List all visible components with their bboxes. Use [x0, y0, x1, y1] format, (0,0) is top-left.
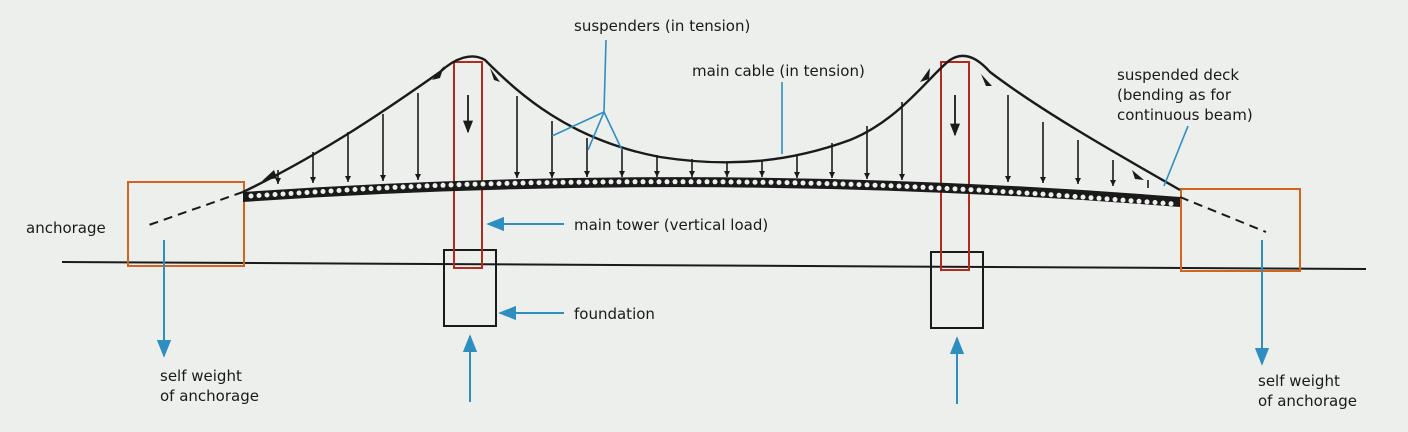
- self-weight-right-label-line1: self weight: [1258, 372, 1340, 390]
- right-foundation-block: [930, 251, 984, 329]
- self-weight-left-label-line2: of anchorage: [160, 387, 259, 405]
- cable-arrowheads: [262, 66, 1144, 181]
- left-main-tower: [453, 61, 483, 269]
- suspended-deck-label-line2: (bending as for: [1117, 86, 1232, 104]
- leader-lines: [551, 39, 1189, 187]
- suspenders-leader-2: [551, 111, 605, 137]
- right-backstay-dashed: [1179, 196, 1267, 233]
- right-main-tower: [940, 61, 970, 271]
- ground-line: [61, 261, 1367, 270]
- suspenders-label: suspenders (in tension): [574, 17, 750, 35]
- anchorage-label: anchorage: [26, 219, 106, 237]
- main-cable-label: main cable (in tension): [692, 62, 865, 80]
- suspender-arrowheads: [275, 171, 1116, 186]
- suspended-deck-label-line1: suspended deck: [1117, 66, 1239, 84]
- main-tower-label: main tower (vertical load): [574, 216, 768, 234]
- deck-holes: [248, 179, 1174, 207]
- left-anchorage-block: [127, 181, 245, 267]
- suspended-deck-label-line3: continuous beam): [1117, 106, 1253, 124]
- left-foundation-block: [443, 249, 497, 327]
- self-weight-right-label-line2: of anchorage: [1258, 392, 1357, 410]
- suspenders-leader-4: [603, 111, 623, 151]
- suspenders-leader-1: [603, 39, 607, 113]
- left-backstay-dashed: [145, 191, 244, 227]
- suspended-deck-leader: [1163, 125, 1189, 187]
- foundation-label: foundation: [574, 305, 655, 323]
- right-anchorage-block: [1180, 188, 1301, 272]
- self-weight-left-label-line1: self weight: [160, 367, 242, 385]
- suspenders-leader-3: [587, 111, 605, 151]
